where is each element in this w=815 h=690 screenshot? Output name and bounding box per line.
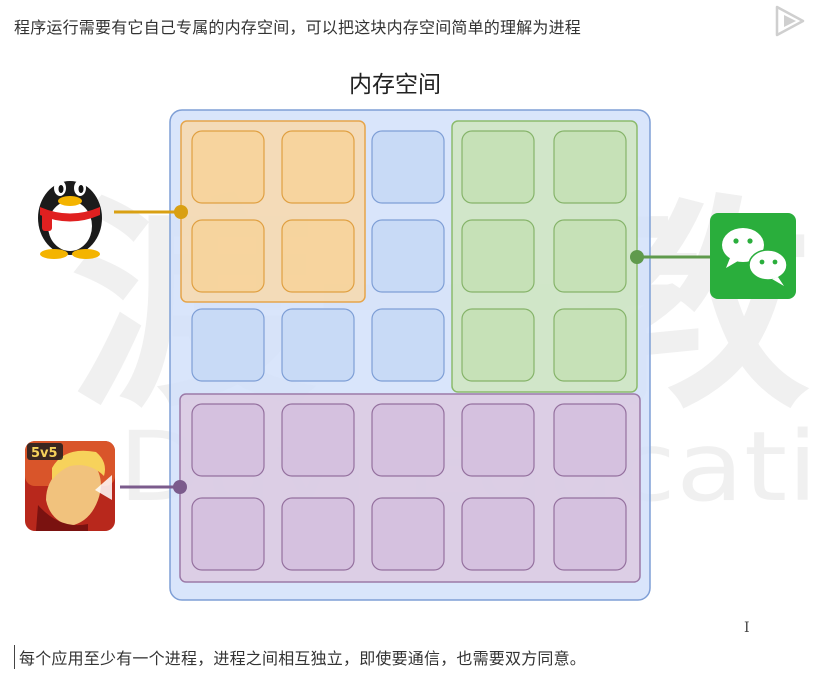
memory-cell [371,219,445,293]
memory-cell [461,130,535,204]
memory-cell [553,308,627,382]
memory-cell [191,130,265,204]
memory-cell [371,497,445,571]
memory-cell [281,130,355,204]
memory-cell [553,130,627,204]
memory-cell [191,403,265,477]
memory-cell [553,403,627,477]
memory-cells [191,130,627,571]
memory-cell [461,403,535,477]
wechat-connector [630,250,710,264]
memory-cell [281,497,355,571]
memory-cell [281,403,355,477]
qq-connector [114,205,188,219]
intro-text: 程序运行需要有它自己专属的内存空间，可以把这块内存空间简单的理解为进程 [14,18,582,37]
wechat-icon[interactable] [710,213,796,299]
memory-cell [191,497,265,571]
game-connector [120,480,187,494]
diagram-title: 内存空间 [349,72,441,98]
memory-cell [371,130,445,204]
memory-cell [281,308,355,382]
memory-cell [371,308,445,382]
memory-cell [191,219,265,293]
memory-cell [553,219,627,293]
memory-cell [371,403,445,477]
memory-cell [461,219,535,293]
memory-cell [461,308,535,382]
memory-cell [191,308,265,382]
video-play-icon[interactable] [772,4,806,38]
game-icon-label: 5v5 [31,446,58,461]
footer-text: 每个应用至少有一个进程，进程之间相互独立，即使要通信，也需要双方同意。 [14,645,586,669]
game-5v5-icon[interactable]: 5v5 [25,441,115,531]
memory-cell [461,497,535,571]
qq-penguin-icon[interactable] [38,180,102,259]
text-cursor-icon: I [744,620,750,636]
memory-cell [281,219,355,293]
memory-cell [553,497,627,571]
